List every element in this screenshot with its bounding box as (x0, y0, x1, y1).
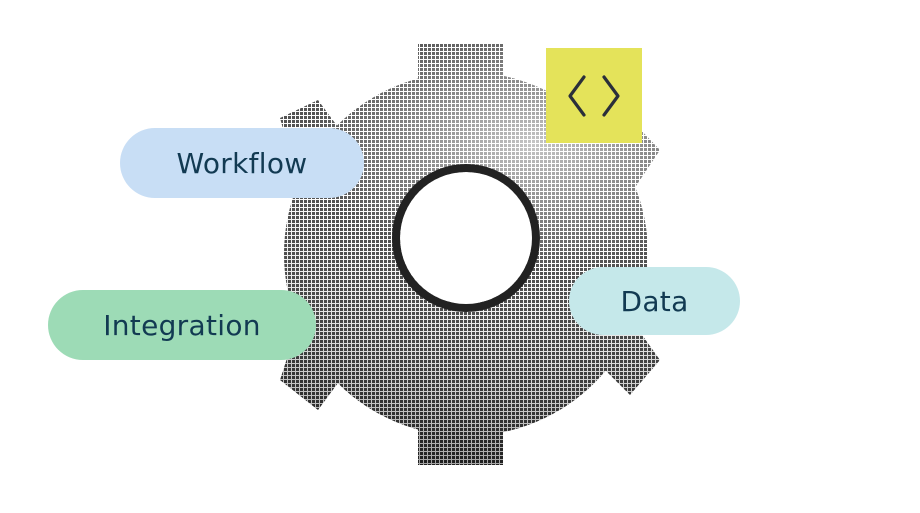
integration-tag: Integration (48, 290, 316, 360)
data-tag: Data (569, 267, 740, 335)
code-badge (546, 48, 642, 143)
workflow-tag: Workflow (120, 128, 364, 198)
data-label: Data (620, 284, 689, 318)
workflow-label: Workflow (176, 146, 308, 180)
integration-label: Integration (103, 308, 261, 342)
code-brackets-icon (568, 74, 620, 117)
